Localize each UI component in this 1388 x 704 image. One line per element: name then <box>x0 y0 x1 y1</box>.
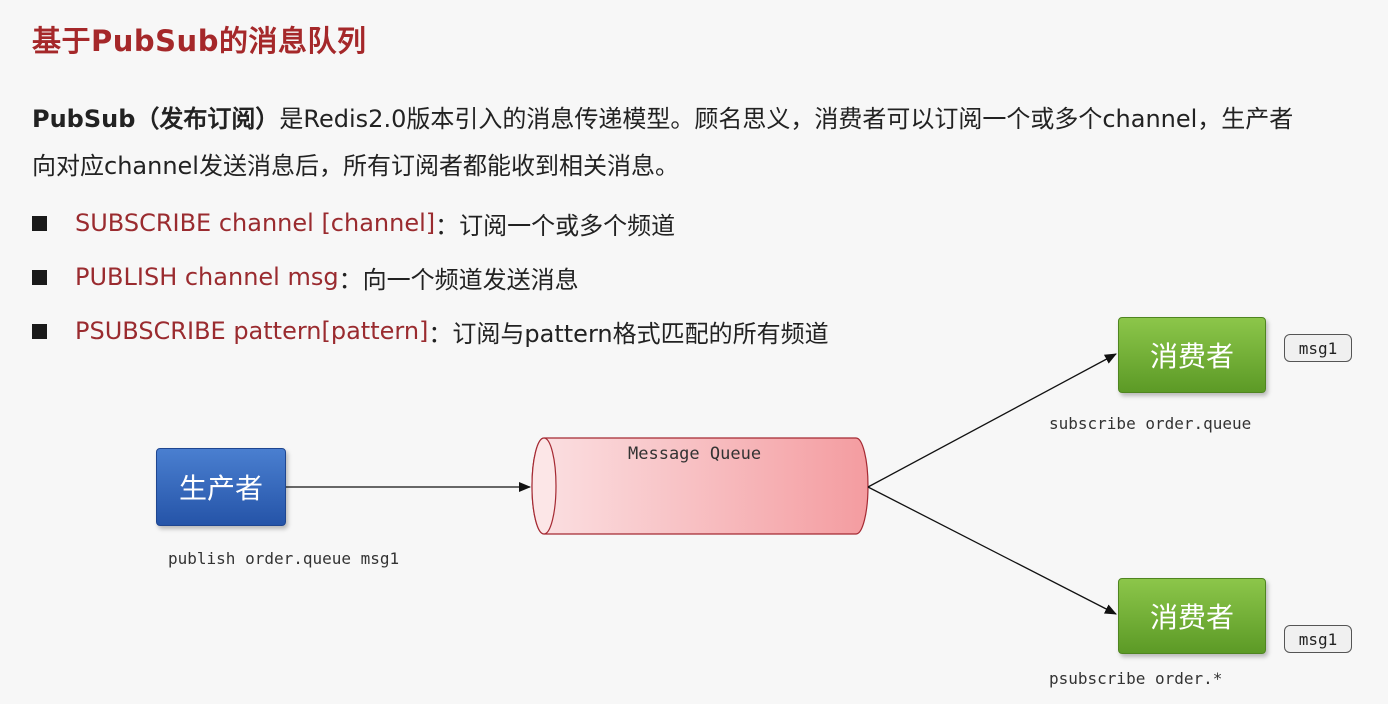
queue-label: Message Queue <box>628 444 762 464</box>
message-queue-cylinder <box>531 437 869 535</box>
command-name: PUBLISH channel msg <box>75 263 339 291</box>
producer-caption: publish order.queue msg1 <box>168 549 400 568</box>
intro-line-2: 向对应channel发送消息后，所有订阅者都能收到相关消息。 <box>32 152 679 180</box>
command-description: ：订阅一个或多个频道 <box>435 211 676 240</box>
producer-box: 生产者 <box>156 448 286 526</box>
command-name: PSUBSCRIBE pattern[pattern] <box>75 317 429 345</box>
intro-term: PubSub（发布订阅） <box>32 105 280 133</box>
consumer-box-1: 消费者 <box>1118 317 1266 393</box>
intro-paragraph: PubSub（发布订阅）是Redis2.0版本引入的消息传递模型。顾名思义，消费… <box>32 96 1372 190</box>
consumer-box-2: 消费者 <box>1118 578 1266 654</box>
bullet-square-icon <box>32 323 47 339</box>
bullet-square-icon <box>32 215 47 231</box>
page-title: 基于PubSub的消息队列 <box>32 24 367 58</box>
command-list: SUBSCRIBE channel [channel] ：订阅一个或多个频道 P… <box>32 196 829 358</box>
bullet-square-icon <box>32 269 47 285</box>
intro-line-1: PubSub（发布订阅）是Redis2.0版本引入的消息传递模型。顾名思义，消费… <box>32 96 1372 143</box>
command-item: PSUBSCRIBE pattern[pattern] ：订阅与pattern格… <box>32 304 829 358</box>
command-description: ：订阅与pattern格式匹配的所有频道 <box>428 319 829 348</box>
intro-line-1-text: 是Redis2.0版本引入的消息传递模型。顾名思义，消费者可以订阅一个或多个ch… <box>279 105 1294 133</box>
consumer-1-caption: subscribe order.queue <box>1049 414 1252 433</box>
message-badge-1: msg1 <box>1284 334 1352 362</box>
message-badge-2: msg1 <box>1284 625 1352 653</box>
arrow-queue-to-consumer-2 <box>867 486 1117 615</box>
arrow-queue-to-consumer-1 <box>867 353 1117 488</box>
command-name: SUBSCRIBE channel [channel] <box>75 209 436 237</box>
command-item: SUBSCRIBE channel [channel] ：订阅一个或多个频道 <box>32 196 829 250</box>
consumer-2-caption: psubscribe order.* <box>1049 669 1223 688</box>
command-description: ：向一个频道发送消息 <box>338 265 579 294</box>
command-item: PUBLISH channel msg ：向一个频道发送消息 <box>32 250 829 304</box>
